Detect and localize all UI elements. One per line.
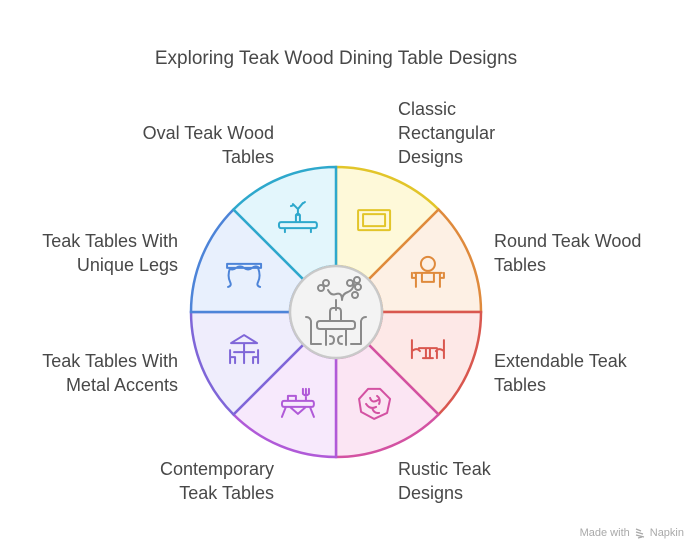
round-table-icon: [410, 255, 445, 288]
footer-text: Made with: [579, 527, 630, 539]
segment-label: Extendable Teak Tables: [494, 351, 627, 395]
segment-label: Classic Rectangular Designs: [398, 99, 496, 167]
extendable-table-icon: [410, 339, 445, 360]
napkin-logo-icon: [635, 528, 644, 539]
diagram-title: Exploring Teak Wood Dining Table Designs: [154, 48, 518, 69]
segment-label: Rustic Teak Designs: [398, 459, 491, 503]
rustic-wood-icon: [358, 387, 392, 420]
contemporary-table-icon: [280, 387, 315, 418]
segment-label: Contemporary Teak Tables: [159, 459, 274, 503]
patio-table-umbrella-icon: [229, 334, 260, 365]
table-with-tree-icon: [305, 276, 367, 346]
oval-table-vase-icon: [277, 201, 318, 234]
segment-label: Teak Tables With Unique Legs: [42, 231, 178, 275]
curved-leg-table-icon: [226, 262, 263, 288]
napkin-watermark: Made with Napkin: [580, 527, 684, 539]
segment-label: Oval Teak Wood Tables: [142, 123, 274, 167]
rectangle-frame-icon: [357, 209, 392, 232]
center-hub: [288, 264, 384, 360]
segment-label: Round Teak Wood Tables: [494, 231, 642, 275]
segment-label: Teak Tables With Metal Accents: [42, 351, 178, 395]
footer-brand: Napkin: [649, 527, 684, 539]
